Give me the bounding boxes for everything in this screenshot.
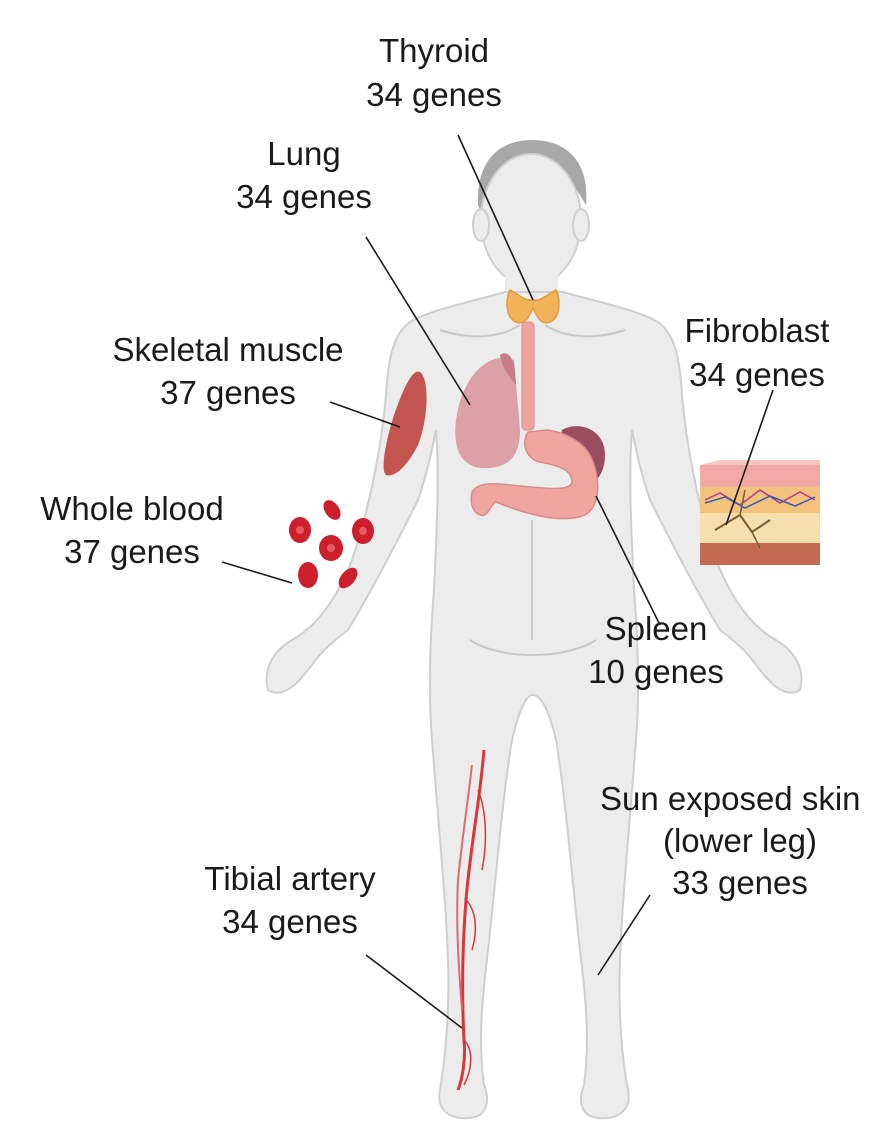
label-tibial-artery-name: Tibial artery bbox=[204, 860, 376, 897]
label-sun-exposed-skin-genes: 33 genes bbox=[672, 864, 808, 901]
label-tibial-artery-genes: 34 genes bbox=[222, 903, 358, 940]
label-sun-exposed-skin-name: Sun exposed skin bbox=[600, 780, 861, 817]
trachea-icon bbox=[522, 322, 534, 430]
label-skeletal-muscle-genes: 37 genes bbox=[160, 374, 296, 411]
label-fibroblast-genes: 34 genes bbox=[689, 356, 825, 393]
label-thyroid-genes: 34 genes bbox=[366, 76, 502, 113]
label-fibroblast-name: Fibroblast bbox=[685, 312, 830, 349]
label-lung-name: Lung bbox=[267, 135, 340, 172]
human-figure bbox=[267, 140, 802, 1118]
label-spleen-genes: 10 genes bbox=[588, 653, 724, 690]
label-skeletal-muscle-name: Skeletal muscle bbox=[112, 331, 343, 368]
label-whole-blood-genes: 37 genes bbox=[64, 533, 200, 570]
label-spleen-name: Spleen bbox=[605, 610, 708, 647]
label-lung-genes: 34 genes bbox=[236, 178, 372, 215]
label-thyroid-name: Thyroid bbox=[379, 32, 489, 69]
label-whole-blood-name: Whole blood bbox=[40, 490, 223, 527]
skin-layers-icon bbox=[700, 460, 820, 565]
label-sun-exposed-skin-detail: (lower leg) bbox=[663, 822, 817, 859]
